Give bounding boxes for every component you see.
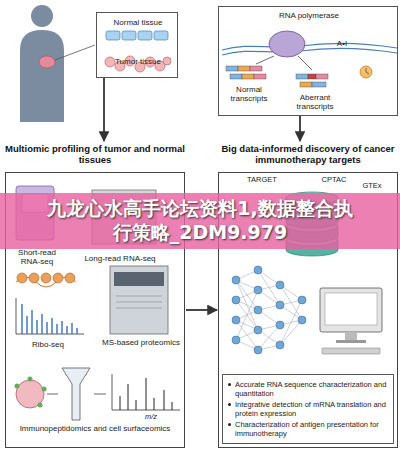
axis-label: m/z	[136, 413, 166, 422]
findings-box: Accurate RNA sequence characterization a…	[222, 374, 394, 444]
bullet-item: Characterization of antigen presentation…	[228, 420, 388, 438]
bullet-dot	[228, 423, 231, 426]
multiomic-panel: Multiomic profiling of tumor and normal …	[5, 142, 185, 448]
watermark-banner: 九龙心水高手论坛资料1,数据整合执行策略_2DM9.979	[0, 193, 400, 249]
flow-arrow	[186, 309, 217, 311]
bullet-item: Integrative detection of mRNA translatio…	[228, 400, 388, 418]
bullet-text: Accurate RNA sequence characterization a…	[235, 380, 388, 398]
node-text: Tumor tissue	[97, 57, 179, 66]
node-text: Aberrant transcripts	[283, 93, 347, 111]
node-text: A•I	[329, 39, 355, 48]
node-text: Immunopeptidomics and cell surfaceomics	[5, 424, 185, 433]
node-text: Ribo-seq	[15, 340, 81, 349]
bullet-item: Accurate RNA sequence characterization a…	[228, 380, 388, 398]
node-text: Normal tissue	[97, 18, 179, 27]
flow-arrow	[103, 78, 105, 141]
tissue-box: Normal tissueTumor tissue	[96, 12, 178, 78]
flow-arrow	[299, 116, 301, 141]
bullet-dot	[228, 383, 231, 386]
bullet-text: Integrative detection of mRNA translatio…	[235, 400, 388, 418]
database-label: TARGET	[240, 176, 284, 185]
bullet-dot	[228, 403, 231, 406]
database-label: CPTAC	[316, 176, 352, 185]
panel-heading: Big data-informed discovery of cancer im…	[218, 143, 398, 166]
bullet-text: Characterization of antigen presentation…	[235, 420, 388, 438]
node-text: Normal transcripts	[221, 85, 277, 103]
node-text: Long-read RNA-seq	[83, 254, 157, 263]
panel-heading: Multiomic profiling of tumor and normal …	[5, 143, 185, 166]
node-text: Short-read RNA-seq	[9, 248, 65, 266]
transcription-panel: RNA polymeraseA•I Normal transcripts Aberr…	[218, 6, 398, 116]
node-text: RNA polymerase	[277, 11, 341, 20]
node-text: MS-based proteomics	[101, 338, 181, 347]
database-label: GTEx	[354, 182, 390, 191]
watermark-text: 九龙心水高手论坛资料1,数据整合执行策略_2DM9.979	[45, 197, 355, 245]
